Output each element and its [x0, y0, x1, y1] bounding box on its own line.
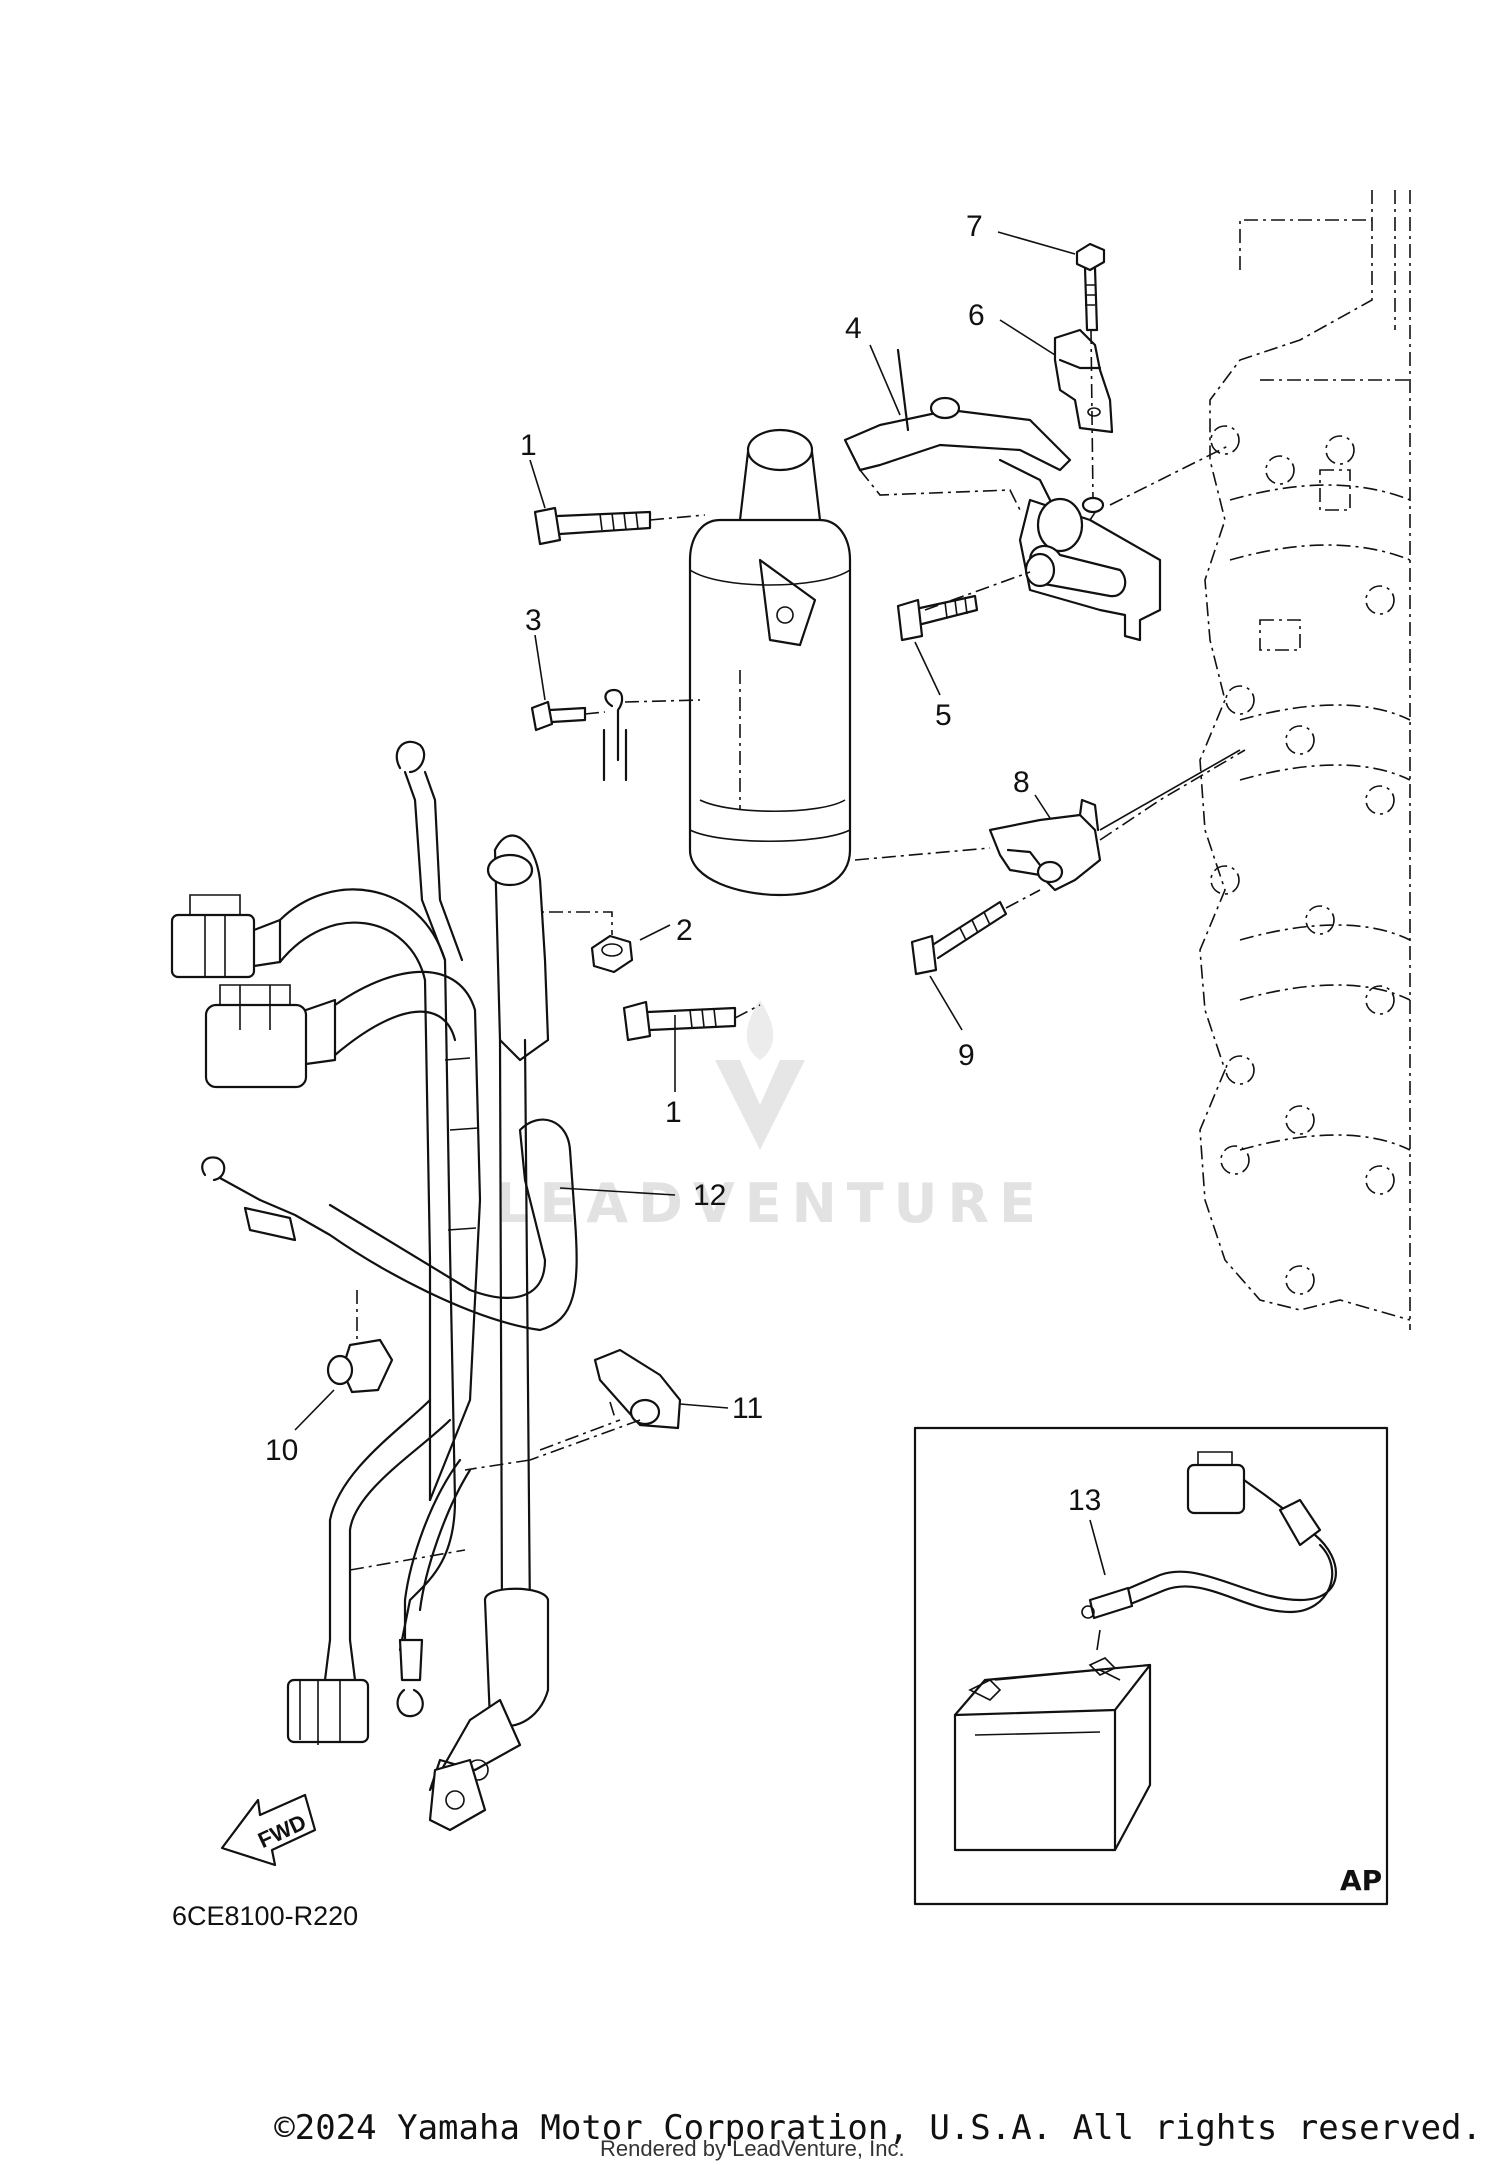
bolt-7: [1075, 242, 1106, 514]
callout-7: 7: [966, 210, 983, 243]
callout-6: 6: [968, 299, 985, 332]
nut-2: [522, 911, 634, 974]
diagram-code: 6CE8100-R220: [172, 1901, 358, 1931]
bolt-9: [910, 889, 1041, 976]
callout-2: 2: [676, 914, 693, 947]
wiring-harness: [170, 740, 682, 1832]
bolt-1-upper: [533, 506, 706, 546]
callout-9: 9: [958, 1039, 975, 1072]
callout-10: 10: [265, 1434, 298, 1467]
callout-11: 11: [732, 1392, 763, 1425]
callout-1-upper: 1: [520, 429, 537, 462]
rendered-by-credit: Rendered by LeadVenture, Inc.: [600, 2136, 905, 2161]
inset-tag: AP: [1340, 1864, 1382, 1897]
inset-box: 13 AP: [913, 1426, 1389, 1906]
callout-3: 3: [525, 604, 542, 637]
clamp-6: [1053, 328, 1114, 434]
clamp-8: [854, 749, 1246, 892]
starter-motor: [688, 428, 852, 897]
callout-4: 4: [845, 312, 862, 345]
bolt-1-lower: [622, 1000, 761, 1042]
callout-12: 12: [693, 1179, 726, 1212]
callout-13: 13: [1068, 1484, 1101, 1517]
callout-1-lower: 1: [665, 1096, 682, 1129]
callout-5: 5: [935, 699, 952, 732]
callout-group: 1 2 3 4 5 6 7 8 9 10 11 12 1: [265, 210, 1076, 1467]
bracket-4: [843, 348, 1072, 522]
watermark-text: LEADVENTURE: [495, 1172, 1046, 1235]
watermark: LEADVENTURE: [495, 1000, 1046, 1235]
screw-3: [530, 688, 701, 782]
engine-block: [1199, 190, 1411, 1330]
bolt-5: [896, 594, 979, 642]
fwd-arrow-icon: FWD: [220, 1793, 317, 1867]
copyright-notice: ©2024 Yamaha Motor Corporation, U.S.A. A…: [274, 2108, 1482, 2148]
callout-8: 8: [1013, 766, 1030, 799]
